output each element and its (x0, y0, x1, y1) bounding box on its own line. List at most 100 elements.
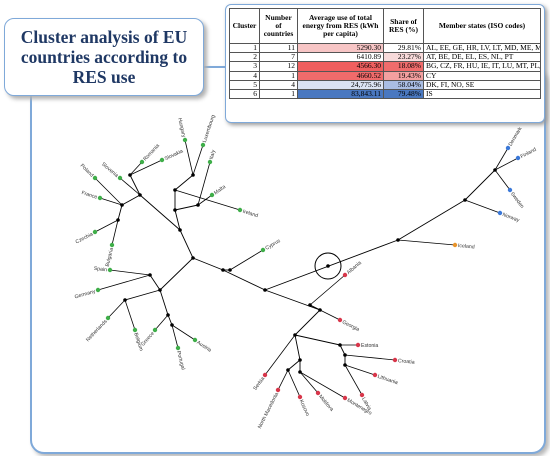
leaf-node (159, 157, 165, 163)
leaf-edge (97, 274, 151, 291)
leaf-label: Moldova (317, 394, 334, 413)
leaf-edge (309, 274, 346, 306)
cell-avg-energy: 83,843.11 (297, 89, 384, 100)
cell-avg-energy: 6410.89 (297, 52, 384, 63)
header-members: Member states (ISO codes) (423, 8, 541, 44)
cell-share: 79.48% (383, 89, 424, 100)
cell-share: 58.04% (383, 79, 424, 91)
leaf-node (109, 242, 115, 248)
leaf-edge (397, 239, 456, 246)
leaf-edge (174, 189, 241, 211)
leaf-label: Malta (213, 184, 227, 196)
leaf-label: Romania (142, 143, 161, 162)
branch-node (128, 173, 132, 177)
leaf-edge (171, 324, 179, 349)
tree-edge (179, 229, 194, 259)
leaf-label: Luxembourg (202, 114, 217, 143)
header-avg-energy: Average use of total energy from RES (kW… (297, 8, 384, 44)
leaf-node (297, 394, 303, 400)
leaf-node (97, 195, 103, 201)
branch-node (493, 168, 497, 172)
branch-node (191, 256, 195, 260)
leaf-label: Iceland (458, 243, 475, 250)
leaf-edge (464, 199, 501, 214)
tree-edge (294, 334, 301, 361)
branch-node (308, 303, 312, 307)
leaf-edge (299, 371, 319, 394)
leaf-label: Lithuania (377, 374, 399, 386)
leaf-edge (192, 144, 204, 176)
cell-members: AL, EE, GE, HR, LV, LT, MD, ME, MK, RS, … (423, 42, 541, 54)
branch-node (463, 198, 467, 202)
leaf-node (392, 357, 398, 363)
leaf-edge (494, 147, 509, 171)
tree-edge (159, 257, 194, 291)
leaf-edge (109, 269, 151, 276)
cell-cluster: 2 (229, 52, 260, 63)
branch-node (158, 288, 162, 292)
leaf-edge (264, 334, 296, 376)
branch-node (191, 173, 195, 177)
branch-node (263, 288, 267, 292)
tree-edge (294, 334, 341, 346)
dendrogram-panel (30, 66, 546, 454)
branch-node (298, 370, 302, 374)
leaf-label: Belgium (132, 332, 144, 352)
cell-count: 11 (259, 42, 298, 54)
branch-node (166, 313, 170, 317)
leaf-edge (229, 249, 264, 271)
tree-edge (339, 344, 346, 356)
branch-node (228, 268, 232, 272)
leaf-label: Georgia (341, 319, 360, 333)
leaf-edge (111, 219, 119, 246)
branch-node (173, 208, 177, 212)
leaf-node (152, 327, 158, 333)
leaf-node (515, 155, 521, 161)
branch-node (173, 188, 177, 192)
leaf-edge (129, 161, 143, 176)
tree-edge (159, 289, 169, 316)
leaf-label: Albania (346, 260, 363, 276)
branch-node (293, 333, 297, 337)
branch-node (116, 218, 120, 222)
cell-count: 4 (259, 79, 298, 91)
leaf-label: Serbia (252, 376, 266, 392)
leaf-label: Netherlands (85, 318, 109, 343)
cell-cluster: 1 (229, 42, 260, 54)
cell-cluster: 4 (229, 70, 260, 81)
leaf-node (207, 159, 213, 165)
branch-node (123, 298, 127, 302)
branch-node (196, 203, 200, 207)
leaf-label: Bulgaria (105, 247, 115, 267)
branch-node (148, 273, 152, 277)
leaf-node (237, 207, 243, 213)
tree-edge (287, 359, 301, 371)
branch-node (221, 268, 225, 272)
leaf-node (209, 192, 215, 198)
cell-avg-energy: 4566.30 (297, 61, 384, 72)
branch-node (170, 323, 174, 327)
leaf-node (355, 342, 361, 348)
leaf-node (275, 387, 281, 393)
cell-cluster: 5 (229, 79, 260, 91)
leaf-node (260, 247, 266, 253)
leaf-label: Austria (195, 340, 212, 354)
cell-share: 19.43% (383, 70, 424, 81)
leaf-node (507, 187, 513, 193)
leaf-node (132, 327, 138, 333)
leaf-edge (344, 364, 376, 376)
table-header-row: Cluster Number of countries Average use … (229, 8, 541, 44)
tree-edge (174, 174, 194, 191)
cell-cluster: 6 (229, 89, 260, 100)
leaf-label: Slovakia (164, 148, 184, 162)
tree-edge (264, 289, 321, 311)
branch-node (178, 228, 182, 232)
tree-edge (294, 309, 321, 336)
leaf-edge (344, 364, 363, 396)
leaf-edge (154, 314, 169, 331)
leaf-edge (287, 369, 301, 398)
leaf-edge (107, 299, 126, 319)
